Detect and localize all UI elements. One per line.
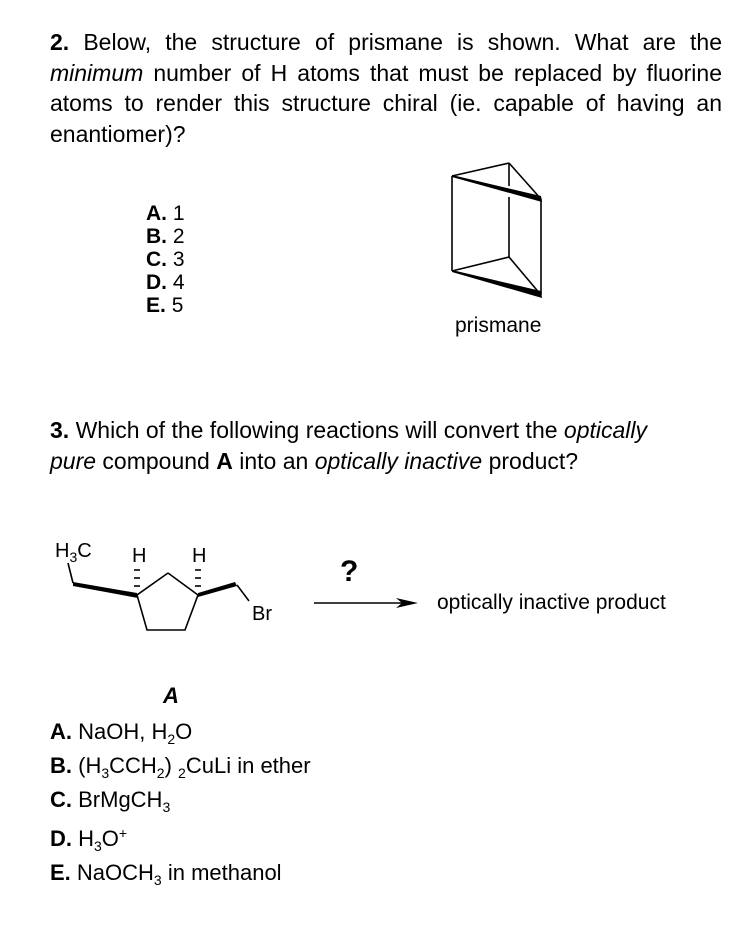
choice-b: B. 2	[146, 225, 185, 248]
choice-e: E. 5	[146, 294, 184, 317]
compound-a-structure-icon	[67, 562, 250, 631]
question-2-choices: A. 1 B. 2 C. 3 D. 4 E. 5	[146, 202, 185, 317]
question-number: 3.	[50, 417, 70, 443]
product-label: optically inactive product	[437, 591, 666, 614]
choice-d: D. H3O+	[50, 825, 128, 854]
hydrogen-left-label: H	[132, 545, 147, 567]
choice-b: B. (H3CCH2) 2CuLi in ether	[50, 753, 311, 781]
choice-d: D. 4	[146, 271, 185, 294]
reaction-arrow-icon	[314, 598, 418, 608]
prismane-structure-icon	[451, 162, 542, 298]
bromine-label: Br	[252, 603, 272, 625]
compound-a-label: A	[163, 683, 179, 708]
emphasis: minimum	[50, 59, 144, 86]
methyl-label: H3C	[55, 540, 92, 565]
unknown-reagent-label: ?	[340, 555, 359, 588]
choice-c: C. 3	[146, 248, 185, 271]
choice-a: A. 1	[146, 202, 185, 225]
choice-c: C. BrMgCH3	[50, 787, 171, 815]
choice-e: E. NaOCH3 in methanol	[50, 860, 282, 888]
choice-a: A. NaOH, H2O	[50, 719, 193, 747]
question-2-text: 2. Below, the structure of prismane is s…	[50, 29, 722, 147]
prismane-label: prismane	[455, 314, 542, 337]
question-number: 2.	[50, 29, 70, 55]
question-3-choices: A. NaOH, H2O B. (H3CCH2) 2CuLi in ether …	[50, 715, 311, 890]
question-3-text: 3. Which of the following reactions will…	[50, 417, 648, 474]
hydrogen-right-label: H	[192, 545, 207, 567]
